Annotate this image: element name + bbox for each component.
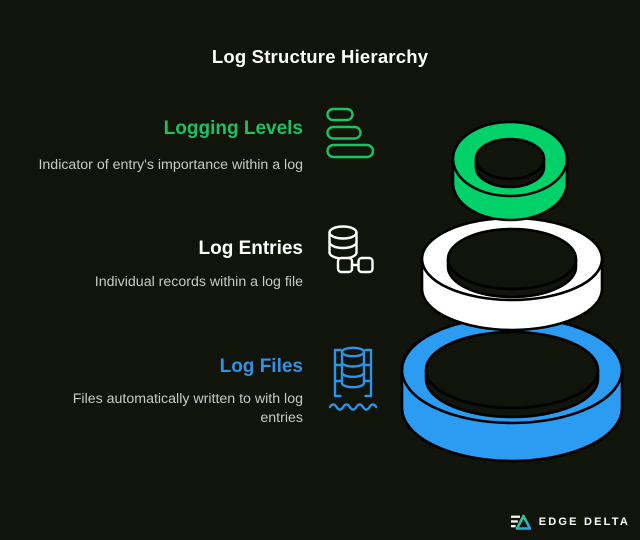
log-entries-icon [328,225,374,274]
log-entries-ring [420,216,604,332]
ring-stack-diagram [400,120,624,463]
section-desc-log-files: Files automatically written to with log … [72,391,303,426]
edge-delta-logo-icon [510,514,531,530]
page-title: Log Structure Hierarchy [211,46,429,67]
section-desc-log-entries: Individual records within a log file [94,274,303,290]
section-label-log-files: Log Files [219,356,303,377]
brand-name: EDGE DELTA [538,516,630,528]
logging-levels-ring [451,120,569,222]
section-desc-logging-levels: Indicator of entry's importance within a… [38,157,303,173]
brand-footer: EDGE DELTA [510,512,630,532]
log-files-ring [400,315,624,463]
section-label-log-entries: Log Entries [198,238,303,259]
log-files-icon [328,346,378,411]
logging-levels-icon [326,107,375,159]
section-label-logging-levels: Logging Levels [163,118,303,139]
